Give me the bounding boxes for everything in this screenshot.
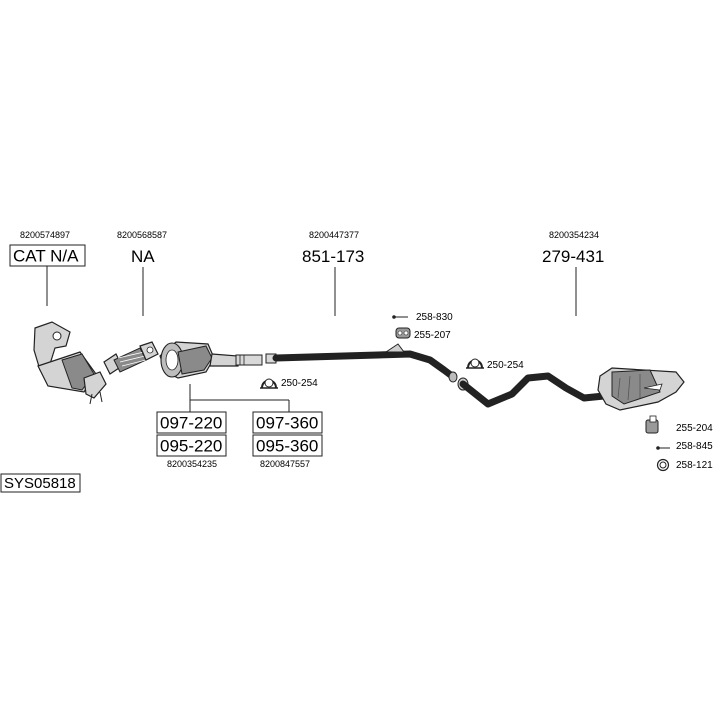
clamp-part-front[interactable] <box>260 378 278 389</box>
front-silencer-b1-label[interactable]: 097-360 <box>256 414 318 433</box>
rubber-mount-label-top[interactable]: 255-207 <box>414 330 451 341</box>
rubber-mount-part-rear[interactable] <box>645 415 659 434</box>
front-silencer-a2-box <box>156 434 227 457</box>
bolt-label-top[interactable]: 258-830 <box>416 312 453 323</box>
bolt-part-rear[interactable] <box>656 446 670 450</box>
front-silencer-b1-box <box>252 411 323 434</box>
oe-number-catalyst: 8200574897 <box>20 230 70 240</box>
catalyst-part[interactable] <box>33 321 107 405</box>
rear-silencer-part[interactable] <box>457 367 685 411</box>
rubber-mount-label-rear[interactable]: 255-204 <box>676 423 713 434</box>
oe-number-front-b: 8200847557 <box>260 459 310 469</box>
clamp-part-middle[interactable] <box>466 358 484 369</box>
bolt-part-top[interactable] <box>392 315 408 319</box>
rear-silencer-label[interactable]: 279-431 <box>542 247 604 266</box>
bolt-label-rear[interactable]: 258-845 <box>676 441 713 452</box>
ring-label-rear[interactable]: 258-121 <box>676 460 713 471</box>
front-silencer-b2-box <box>252 434 323 457</box>
front-silencer-a1-label[interactable]: 097-220 <box>160 414 222 433</box>
front-silencer-a1-box <box>156 411 227 434</box>
front-silencer-b2-label[interactable]: 095-360 <box>256 437 318 456</box>
front-silencer-part[interactable] <box>159 341 263 379</box>
ring-part-rear[interactable] <box>656 458 670 472</box>
system-number-box <box>0 473 81 493</box>
rubber-mount-part-top[interactable] <box>395 327 411 339</box>
clamp-label-middle[interactable]: 250-254 <box>487 360 524 371</box>
middle-pipe-label[interactable]: 851-173 <box>302 247 364 266</box>
oe-number-middle: 8200447377 <box>309 230 359 240</box>
oe-number-rear: 8200354234 <box>549 230 599 240</box>
clamp-label-front[interactable]: 250-254 <box>281 378 318 389</box>
flexpipe-part[interactable] <box>103 341 159 375</box>
front-silencer-a2-label[interactable]: 095-220 <box>160 437 222 456</box>
middle-pipe-part[interactable] <box>265 343 458 383</box>
flexpipe-label[interactable]: NA <box>131 247 155 266</box>
oe-number-front-a: 8200354235 <box>167 459 217 469</box>
catalyst-label[interactable]: CAT N/A <box>13 247 79 266</box>
system-number-label: SYS05818 <box>4 475 76 492</box>
oe-number-flexpipe: 8200568587 <box>117 230 167 240</box>
